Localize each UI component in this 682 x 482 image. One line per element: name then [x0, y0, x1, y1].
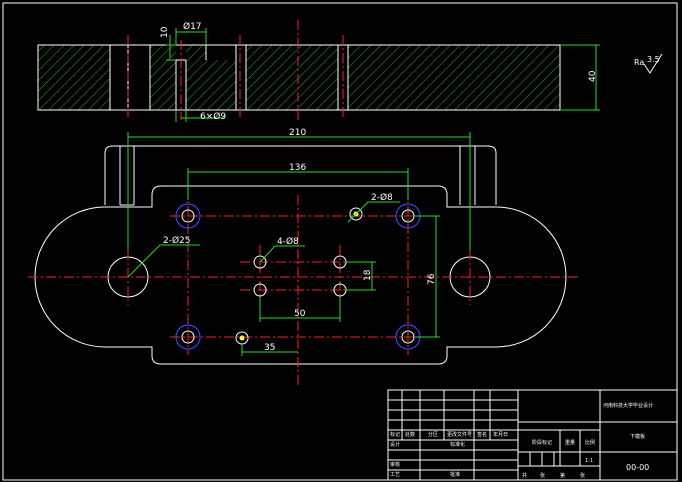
- tb-scale: 1:1: [585, 458, 593, 464]
- hatch-band-2: [150, 45, 176, 110]
- hatch-band-3: [186, 60, 236, 110]
- dim-big-holes: 2-Ø25: [163, 235, 191, 246]
- dim-hole-spacing-y: 76: [427, 273, 437, 285]
- tb-std: 标准化: [450, 441, 465, 448]
- dim-inner-y: 18: [363, 269, 373, 281]
- dim-slot-depth: 10: [160, 26, 170, 38]
- tb-col-change: 更改文件号: [447, 431, 472, 438]
- tb-school: 河南科技大学毕业设计: [603, 402, 653, 409]
- hatch-band-1: [38, 45, 110, 110]
- tb-sheet-1: 共: [522, 472, 527, 479]
- mount-hole-tl: [175, 203, 201, 229]
- tb-approve: 批准: [450, 471, 460, 478]
- small-holes: [253, 255, 347, 297]
- dim-hole-pattern: 6×Ø9: [200, 111, 226, 122]
- plan-view: [34, 145, 567, 365]
- tb-part-name: 下模板: [630, 433, 645, 440]
- dim-total-length: 210: [289, 128, 306, 138]
- tb-mark: 标记: [390, 431, 400, 438]
- tb-col-zone: 分区: [428, 431, 438, 438]
- tb-col-sign: 签名: [477, 431, 487, 438]
- svg-text:Ra: Ra: [634, 58, 644, 67]
- dim-inner-x: 50: [294, 309, 306, 319]
- title-block: 标记 设计 审核 工艺 处数 分区 更改文件号 签名 年月日 标准化 批准 阶段…: [387, 389, 678, 481]
- tb-col-date: 年月日: [493, 431, 508, 438]
- tb-scale-label: 比例: [585, 439, 595, 446]
- section-outline: [37, 44, 561, 111]
- tb-process: 工艺: [390, 472, 400, 478]
- plan-dimensions: [127, 132, 471, 356]
- tb-sheet-4: 张: [580, 472, 585, 479]
- dim-counterbore: Ø17: [183, 21, 202, 32]
- tb-stage: 阶段标记: [532, 439, 552, 446]
- tb-col-qty: 处数: [405, 431, 415, 438]
- tb-review: 审核: [390, 461, 400, 468]
- dim-small-holes: 4-Ø8: [277, 236, 299, 247]
- tb-sheet-2: 张: [540, 472, 545, 479]
- tb-drawing-no: 00-00: [626, 463, 649, 472]
- hatch-band-4: [186, 45, 206, 60]
- pin-holes: [235, 207, 363, 345]
- dim-pin-offset: 35: [264, 343, 275, 353]
- section-view: Ø17 10 6×Ø9 40: [37, 20, 600, 122]
- svg-text:3.5: 3.5: [647, 55, 660, 64]
- roughness-symbol: Ra 3.5: [634, 53, 663, 74]
- mount-hole-bl: [175, 324, 201, 350]
- hatch-band-5: [246, 45, 338, 110]
- tb-design: 设计: [390, 441, 400, 448]
- plan-centerlines: [28, 170, 578, 385]
- dim-thickness: 40: [588, 70, 598, 82]
- hatch-band-6: [348, 45, 560, 110]
- dim-pin-holes: 2-Ø8: [371, 192, 393, 203]
- dim-hole-spacing-x: 136: [289, 163, 306, 173]
- tb-sheet-3: 第: [560, 472, 565, 479]
- tb-weight: 重量: [565, 439, 575, 446]
